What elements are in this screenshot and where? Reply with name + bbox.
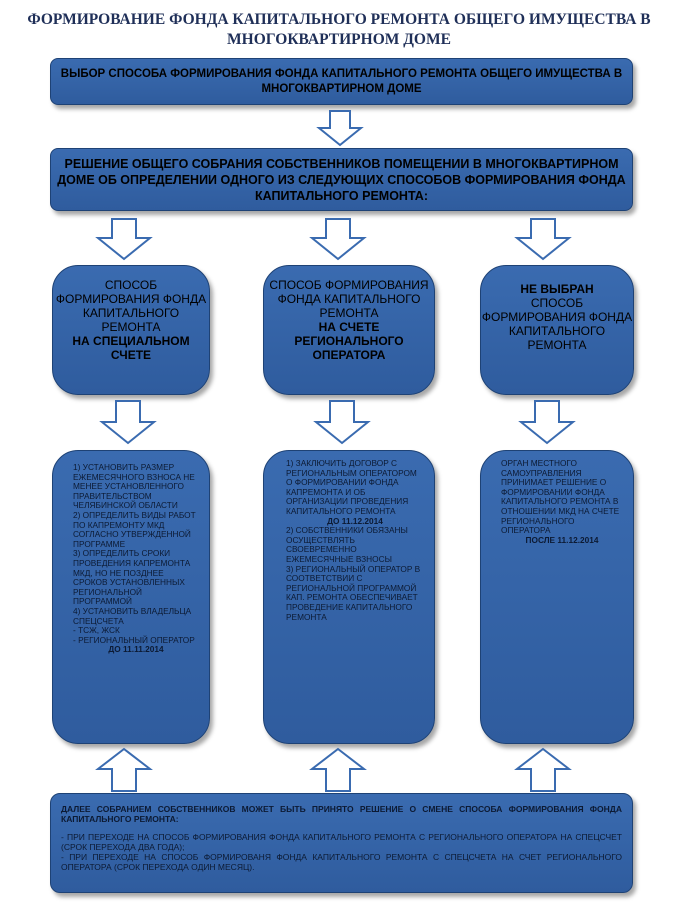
down-arrow-left-shape <box>95 218 153 261</box>
choice-box: ВЫБОР СПОСОБА ФОРМИРОВАНИЯ ФОНДА КАПИТАЛ… <box>50 58 633 105</box>
not-chosen-text: ОРГАН МЕСТНОГО САМОУПРАВЛЕНИЯ ПРИНИМАЕТ … <box>501 458 620 536</box>
down-arrow-right <box>514 218 572 261</box>
down-arrow-right-2-shape <box>518 400 576 445</box>
decision-box: РЕШЕНИЕ ОБЩЕГО СОБРАНИЯ СОБСТВЕННИКОВ ПО… <box>50 148 633 211</box>
method-regional-operator: СПОСОБ ФОРМИРОВАНИЯ ФОНДА КАПИТАЛЬНОГО Р… <box>263 265 435 395</box>
down-arrow-middle-2 <box>313 400 371 445</box>
method-not-chosen: НЕ ВЫБРАН СПОСОБ ФОРМИРОВАНИЯ ФОНДА КАПИ… <box>480 265 634 395</box>
down-arrow-top <box>316 110 364 147</box>
method-special-bold: НА СПЕЦИАЛЬНОМ СЧЕТЕ <box>72 334 190 362</box>
page-title: ФОРМИРОВАНИЕ ФОНДА КАПИТАЛЬНОГО РЕМОНТА … <box>27 11 651 48</box>
method-regional-text: СПОСОБ ФОРМИРОВАНИЯ ФОНДА КАПИТАЛЬНОГО Р… <box>269 278 429 320</box>
choice-text: ВЫБОР СПОСОБА ФОРМИРОВАНИЯ ФОНДА КАПИТАЛ… <box>60 68 623 95</box>
footer-change-method: ДАЛЕЕ СОБРАНИЕМ СОБСТВЕННИКОВ МОЖЕТ БЫТЬ… <box>50 793 633 893</box>
down-arrow-left-2 <box>99 400 157 445</box>
decision-text: РЕШЕНИЕ ОБЩЕГО СОБРАНИЯ СОБСТВЕННИКОВ ПО… <box>57 157 626 203</box>
down-arrow-right-2 <box>518 400 576 445</box>
down-arrow-right-shape <box>514 218 572 261</box>
down-arrow-left-2-shape <box>99 400 157 445</box>
method-not-chosen-text: СПОСОБ ФОРМИРОВАНИЯ ФОНДА КАПИТАЛЬНОГО Р… <box>481 296 633 352</box>
special-step: 4) УСТАНОВИТЬ ВЛАДЕЛЬЦА СПЕЦСЧЕТА <box>73 605 192 626</box>
method-special-text: СПОСОБ ФОРМИРОВАНИЯ ФОНДА КАПИТАЛЬНОГО Р… <box>55 278 207 334</box>
special-step: 3) ОПРЕДЕЛИТЬ СРОКИ ПРОВЕДЕНИЯ КАПРЕМОНТ… <box>73 548 191 607</box>
up-arrow-right <box>514 747 572 792</box>
special-step: 1) УСТАНОВИТЬ РАЗМЕР ЕЖЕМЕСЯЧНОГО ВЗНОСА… <box>73 462 195 511</box>
regional-step: 3) РЕГИОНАЛЬНЫЙ ОПЕРАТОР В СООТВЕТСТВИИ … <box>286 563 421 622</box>
method-regional-bold: НА СЧЕТЕ РЕГИОНАЛЬНОГО ОПЕРАТОРА <box>294 320 404 362</box>
method-special-account: СПОСОБ ФОРМИРОВАНИЯ ФОНДА КАПИТАЛЬНОГО Р… <box>52 265 210 395</box>
up-arrow-middle <box>309 747 367 792</box>
up-arrow-left <box>95 747 153 792</box>
footer-lead: ДАЛЕЕ СОБРАНИЕМ СОБСТВЕННИКОВ МОЖЕТ БЫТЬ… <box>61 804 622 824</box>
details-not-chosen: ОРГАН МЕСТНОГО САМОУПРАВЛЕНИЯ ПРИНИМАЕТ … <box>480 450 634 744</box>
special-step: - РЕГИОНАЛЬНЫЙ ОПЕРАТОР <box>73 634 195 645</box>
special-deadline: ДО 11.11.2014 <box>108 644 164 655</box>
special-step: - ТСЖ, ЖСК <box>73 625 120 636</box>
up-arrow-right-shape <box>514 747 572 792</box>
down-arrow-middle <box>309 218 367 261</box>
not-chosen-deadline: ПОСЛЕ 11.12.2014 <box>525 534 599 545</box>
regional-step: 2) СОБСТВЕННИКИ ОБЯЗАНЫ ОСУЩЕСТВЛЯТЬ СВО… <box>286 525 408 564</box>
down-arrow-left <box>95 218 153 261</box>
details-special-account: 1) УСТАНОВИТЬ РАЗМЕР ЕЖЕМЕСЯЧНОГО ВЗНОСА… <box>52 450 210 744</box>
regional-deadline: ДО 11.12.2014 <box>327 515 383 526</box>
footer-item: - ПРИ ПЕРЕХОДЕ НА СПОСОБ ФОРМИРОВАНИЯ ФО… <box>61 832 622 852</box>
down-arrow-middle-2-shape <box>313 400 371 445</box>
regional-step: 1) ЗАКЛЮЧИТЬ ДОГОВОР С РЕГИОНАЛЬНЫМ ОПЕР… <box>286 458 417 516</box>
special-step: 2) ОПРЕДЕЛИТЬ ВИДЫ РАБОТ ПО КАПРЕМОНТУ М… <box>73 509 196 549</box>
down-arrow-top-shape <box>316 110 364 147</box>
details-regional-operator: 1) ЗАКЛЮЧИТЬ ДОГОВОР С РЕГИОНАЛЬНЫМ ОПЕР… <box>263 450 435 744</box>
method-not-chosen-bold: НЕ ВЫБРАН <box>520 282 594 296</box>
up-arrow-middle-shape <box>309 747 367 792</box>
footer-item: - ПРИ ПЕРЕХОДЕ НА СПОСОБ ФОРМИРОВАНЯ ФОН… <box>61 852 622 872</box>
up-arrow-left-shape <box>95 747 153 792</box>
down-arrow-middle-shape <box>309 218 367 261</box>
